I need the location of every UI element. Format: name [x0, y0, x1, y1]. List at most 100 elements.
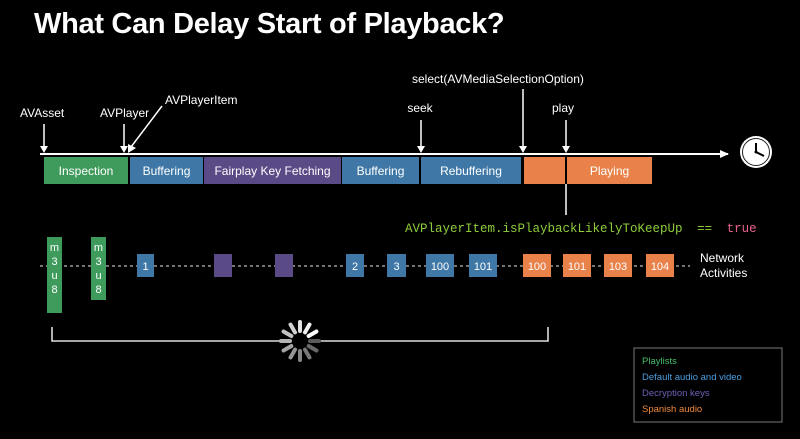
spinner-spoke — [306, 329, 319, 338]
network-label-line1: Network — [700, 251, 745, 265]
playlist-char: m — [50, 242, 59, 254]
playlist-char: 8 — [51, 284, 57, 296]
spinner-spoke — [281, 329, 294, 338]
segment-bar-buffering-1 — [130, 157, 203, 184]
event-avasset: AVAsset — [20, 106, 65, 153]
segment-label-fairplay: Fairplay Key Fetching — [214, 164, 330, 178]
legend-item-4: Spanish audio — [642, 404, 702, 415]
segment-bar-playing — [567, 157, 652, 184]
network-label-line2: Activities — [700, 266, 747, 280]
slide-title: What Can Delay Start of Playback? — [34, 8, 505, 40]
playlist-box — [91, 237, 106, 300]
legend-item-1: Playlists — [642, 356, 677, 367]
network-playlist-2: m 3 u 8 — [91, 237, 106, 300]
event-arrowhead-play — [562, 146, 570, 153]
network-segment-10: 103 — [604, 254, 632, 277]
network-segment-4: 2 — [346, 254, 364, 277]
event-avplayeritem: AVPlayerItem — [128, 93, 237, 153]
event-arrowhead-select — [519, 146, 527, 153]
segment-spanish-switch — [524, 157, 565, 184]
spinner-spoke — [288, 322, 297, 335]
network-segment-label: 101 — [568, 261, 586, 273]
network-segment-box — [426, 254, 454, 277]
spinner-spoke — [288, 347, 297, 360]
legend-box — [633, 347, 783, 423]
network-segment-box — [387, 254, 406, 277]
segment-bar-spanish-switch — [524, 157, 565, 184]
network-segment-label: 1 — [142, 261, 148, 273]
network-segment-label: 100 — [528, 261, 546, 273]
segment-inspection: Inspection — [44, 157, 128, 184]
spinner-spoke — [303, 347, 312, 360]
playlist-char: m — [94, 242, 103, 254]
event-play: play — [552, 101, 574, 153]
network-segment-label: 103 — [609, 261, 627, 273]
segment-buffering-2: Buffering — [342, 157, 419, 184]
delay-bracket — [51, 327, 549, 342]
event-seek: seek — [407, 101, 434, 153]
segment-bar-fairplay — [204, 157, 341, 184]
segment-label-playing: Playing — [590, 164, 629, 178]
network-segment-7: 101 — [469, 254, 497, 277]
playback-likely-condition: AVPlayerItem.isPlaybackLikelyToKeepUp ==… — [405, 222, 757, 236]
network-playlist-1: m 3 u 8 — [47, 237, 62, 313]
playlist-box — [47, 237, 62, 313]
network-segment-box — [523, 254, 551, 277]
legend-item-3: Decryption keys — [642, 388, 710, 399]
network-segment-box — [469, 254, 497, 277]
network-segment-3 — [275, 254, 293, 277]
network-segment-box — [604, 254, 632, 277]
network-segment-5: 3 — [387, 254, 406, 277]
network-segment-label: 101 — [474, 261, 492, 273]
network-segment-box — [275, 254, 293, 277]
network-segment-1: 1 — [137, 254, 154, 277]
playlist-char: u — [51, 270, 57, 282]
event-pointer-avplayeritem — [130, 105, 163, 148]
segment-buffering-1: Buffering — [130, 157, 203, 184]
spinner-spoke — [281, 344, 294, 353]
segment-bar-rebuffering — [421, 157, 521, 184]
network-segment-label: 104 — [651, 261, 669, 273]
legend-item-2: Default audio and video — [642, 372, 742, 383]
network-segment-box — [563, 254, 591, 277]
event-label-seek: seek — [407, 101, 433, 115]
event-arrowhead-avplayeritem — [128, 144, 136, 153]
network-segment-box — [346, 254, 364, 277]
segment-label-rebuffering: Rebuffering — [440, 164, 502, 178]
event-avplayer: AVPlayer — [100, 106, 149, 153]
spinner-spoke — [306, 344, 319, 353]
network-segment-box — [646, 254, 674, 277]
event-label-avplayeritem: AVPlayerItem — [165, 93, 237, 107]
segment-label-buffering-2: Buffering — [357, 164, 405, 178]
spinner-spoke — [303, 322, 312, 335]
segment-fairplay: Fairplay Key Fetching — [204, 157, 341, 184]
network-activities: m 3 u 8 m 3 u 8 1 2 3 100 101 100 101 103 104 — [47, 237, 674, 313]
network-segment-label: 3 — [393, 261, 399, 273]
condition-property: AVPlayerItem.isPlaybackLikelyToKeepUp — [405, 222, 683, 236]
event-arrowhead-seek — [417, 146, 425, 153]
network-segment-8: 100 — [523, 254, 551, 277]
segment-playing: Playing — [567, 157, 652, 184]
event-label-play: play — [552, 101, 574, 115]
segment-rebuffering: Rebuffering — [421, 157, 521, 184]
playlist-char: 3 — [95, 256, 101, 268]
playlist-char: 3 — [51, 256, 57, 268]
segment-label-buffering-1: Buffering — [143, 164, 191, 178]
playlist-char: u — [95, 270, 101, 282]
clock-icon — [740, 136, 772, 168]
network-segment-6: 100 — [426, 254, 454, 277]
segment-bar-buffering-2 — [342, 157, 419, 184]
event-arrowhead-avasset — [40, 146, 48, 153]
network-segment-9: 101 — [563, 254, 591, 277]
event-label-avplayer: AVPlayer — [100, 106, 149, 120]
event-arrowhead-avplayer — [120, 146, 128, 153]
event-label-avasset: AVAsset — [20, 106, 65, 120]
segment-bar-inspection — [44, 157, 128, 184]
segment-label-inspection: Inspection — [59, 164, 114, 178]
condition-operator: == — [697, 222, 712, 236]
playlist-char: 8 — [95, 284, 101, 296]
condition-value: true — [727, 222, 757, 236]
